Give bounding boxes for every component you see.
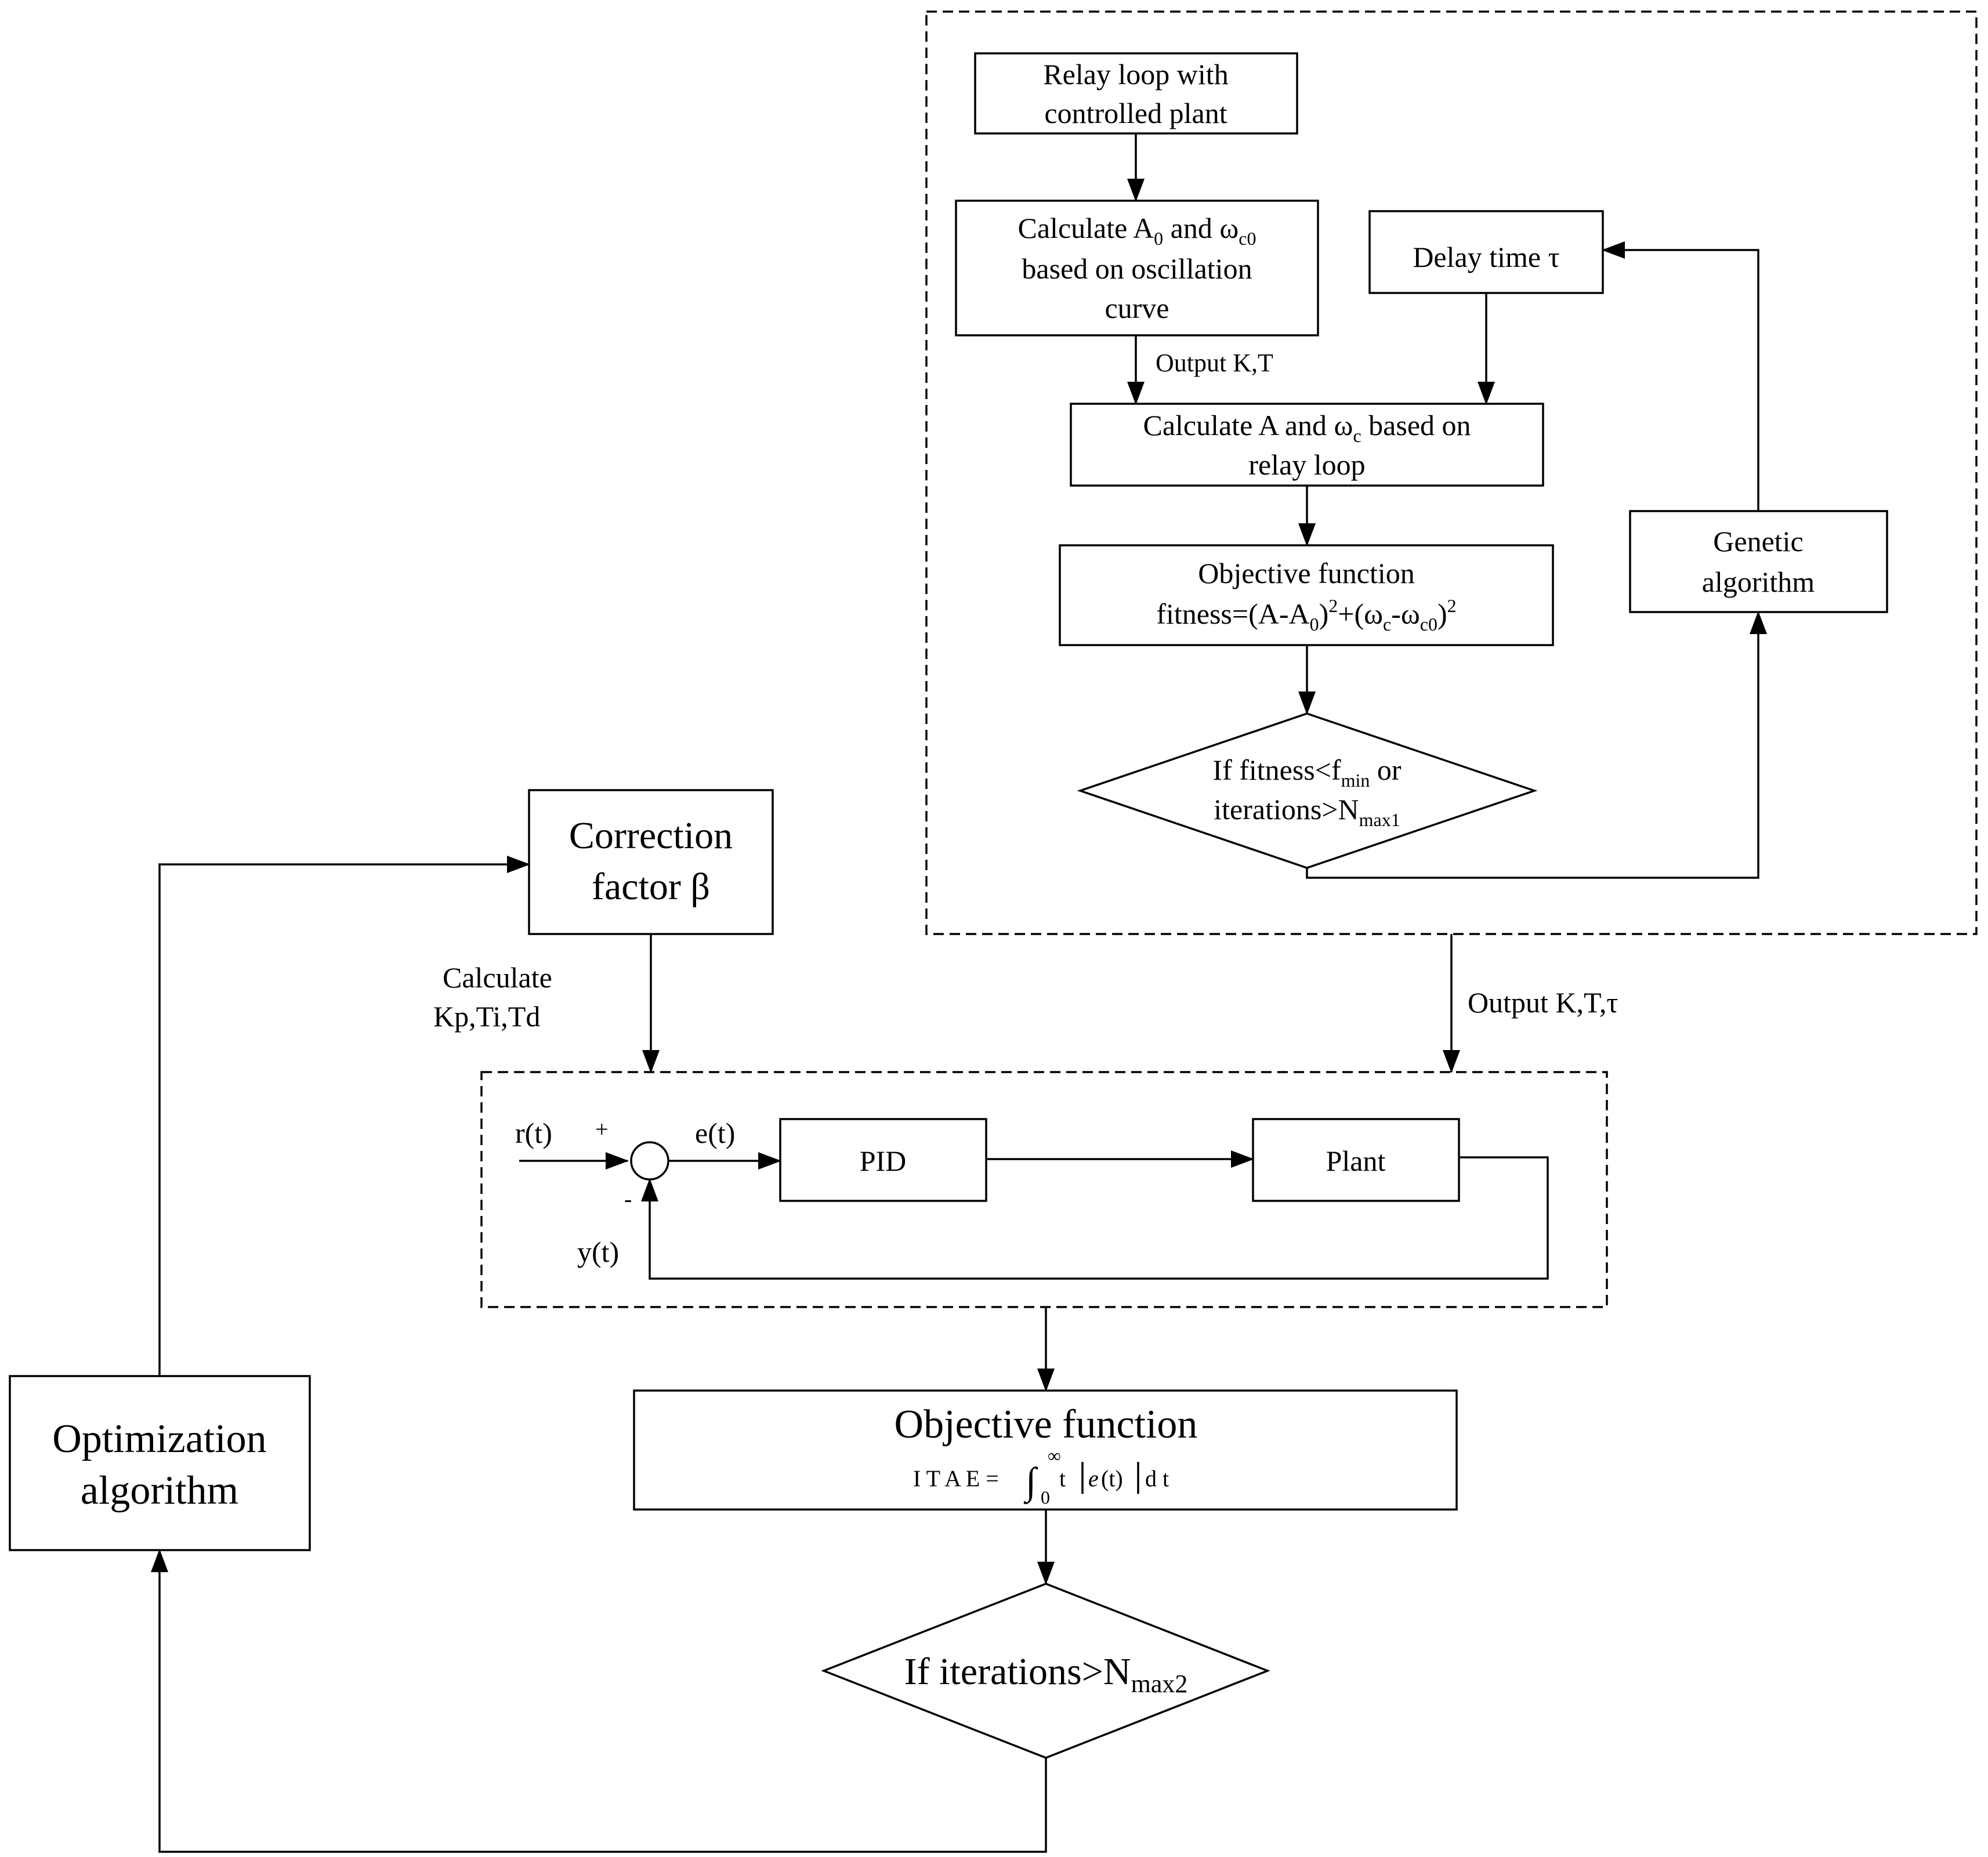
plant-label: Plant [1326,1145,1386,1177]
itae-dt: d t [1145,1465,1169,1492]
relay-loop-box: Relay loop with controlled plant [974,52,1298,135]
objective-inner-box: Objective function fitness=(A-A0)2+(ωc-ω… [1059,544,1554,646]
feedback-path [641,1156,1549,1280]
calculate-a0-box: Calculate A0 and ωc0 based on oscillatio… [955,200,1319,336]
iterations-decision-label: If iterations>Nmax2 [904,1650,1188,1698]
calculate-label-line2: Kp,Ti,Td [433,1000,540,1033]
output-ktt-label: Output K,T,τ [1468,986,1618,1019]
pid-label: PID [860,1145,907,1177]
correction-factor-box: Correction factor β [528,789,774,935]
plant-box: Plant [1252,1118,1460,1202]
correction-factor-line1: Correction [569,815,733,857]
calculate-label-line1: Calculate [443,961,552,994]
pid-box: PID [779,1118,987,1202]
objective-inner-title: Objective function [1198,557,1415,589]
fitness-decision-line1: If fitness<fmin or [1212,754,1401,791]
plus-sign: + [595,1116,609,1142]
integral-sign: ∫ [1023,1460,1038,1504]
correction-factor-line2: factor β [592,866,710,908]
fitness-decision-diamond: If fitness<fmin or iterations>Nmax1 [1077,712,1538,869]
calculate-a-line2: relay loop [1248,448,1365,481]
genetic-algorithm-box: Genetic algorithm [1629,510,1888,613]
error-signal-label: e(t) [695,1117,735,1149]
calculate-a-box: Calculate A and ωc based on relay loop [1070,403,1544,487]
objective-outer-box: Objective function I T A E = ∫ ∞ 0 t e (… [633,1389,1458,1511]
genetic-algorithm-line2: algorithm [1702,566,1815,598]
relay-loop-line1: Relay loop with [1043,58,1228,91]
arrow-decision-to-optimization [151,1549,1047,1853]
iterations-decision-diamond: If iterations>Nmax2 [821,1583,1270,1759]
relay-loop-line2: controlled plant [1044,97,1227,129]
reference-signal-label: r(t) [515,1117,552,1149]
output-signal-label: y(t) [577,1236,619,1268]
integral-lower-limit: 0 [1041,1487,1050,1508]
control-loop-region [480,1071,1608,1308]
objective-outer-title: Objective function [895,1402,1198,1447]
calculate-a0-line3: curve [1105,292,1169,324]
itae-t: t [1059,1465,1066,1492]
output-kt-label: Output K,T [1156,349,1273,377]
genetic-identification-region [925,10,1978,935]
itae-of-t: (t) [1101,1465,1123,1492]
objective-inner-fitness: fitness=(A-A0)2+(ωc-ωc0)2 [1156,595,1456,635]
genetic-algorithm-line1: Genetic [1713,525,1803,558]
itae-formula: I T A E = ∫ ∞ 0 t e (t) d t [913,1445,1169,1508]
optimization-algorithm-box: Optimization algorithm [9,1375,311,1551]
itae-e: e [1088,1465,1099,1492]
fitness-decision-line2: iterations>Nmax1 [1214,793,1400,830]
itae-formula-lhs: I T A E = [913,1465,999,1492]
delay-time-box: Delay time τ [1368,210,1604,294]
arrow-genetic-to-delay [1602,241,1759,511]
integral-upper-limit: ∞ [1048,1445,1061,1466]
calculate-a0-line1: Calculate A0 and ωc0 [1018,212,1256,249]
arrow-optimization-to-correction [158,856,530,1376]
optimization-line1: Optimization [52,1417,266,1461]
minus-sign: - [624,1186,632,1212]
delay-time-label: Delay time τ [1413,241,1559,273]
arrow-decision-to-genetic [1306,611,1767,879]
calculate-a-line1: Calculate A and ωc based on [1143,409,1471,446]
optimization-line2: algorithm [81,1468,238,1513]
calculate-a0-line2: based on oscillation [1022,252,1252,285]
summing-junction [630,1141,669,1181]
